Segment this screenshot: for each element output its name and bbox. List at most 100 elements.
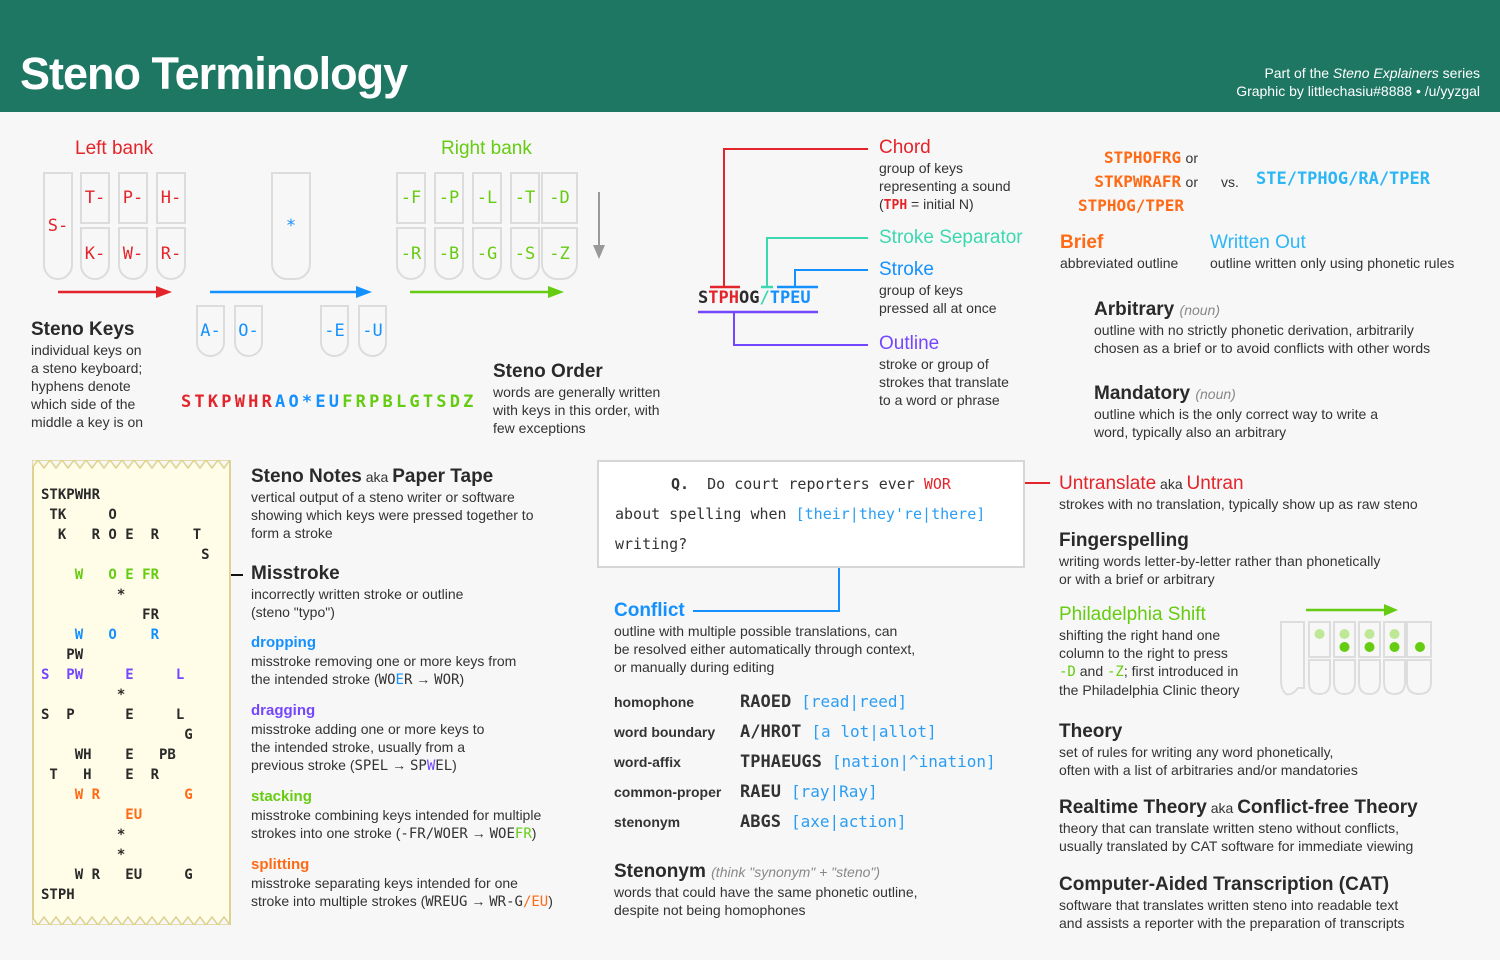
written-out-example: STE/TPHOG/RA/TPER xyxy=(1256,169,1430,189)
stenonym-block: Stenonym (think "synonym" + "steno") wor… xyxy=(614,861,918,918)
tape-line: W R EU G xyxy=(41,867,193,883)
key-B: -B xyxy=(434,227,464,280)
tape-line: PW xyxy=(41,647,84,663)
key-vowel--E: -E xyxy=(320,305,349,357)
tape-line: * xyxy=(41,687,126,703)
example-outline: STPHOG/TPEU xyxy=(698,288,811,308)
transcript-line-3: writing? xyxy=(615,535,688,553)
series-prefix: Part of the xyxy=(1264,65,1333,81)
steno-notes-block: Steno Notes aka Paper Tape vertical outp… xyxy=(251,466,534,541)
conflict-type-translations: [axe|action] xyxy=(790,812,907,831)
conflict-type-outline: RAEU xyxy=(740,782,781,802)
splitting-block: splitting misstroke separating keys inte… xyxy=(251,856,553,910)
conflict-type-label: word boundary xyxy=(614,724,716,740)
page-title: Steno Terminology xyxy=(20,48,408,99)
key-star: * xyxy=(271,172,311,280)
key-H-: H- xyxy=(156,172,186,224)
tape-line: TK O xyxy=(41,507,117,523)
conflict-type-label: word-affix xyxy=(614,754,681,770)
tape-line: * xyxy=(41,847,126,863)
cat-block: Computer-Aided Transcription (CAT) softw… xyxy=(1059,874,1405,931)
tape-line: W O R xyxy=(41,627,160,643)
tape-line: STPH xyxy=(41,887,75,903)
tape-line: * xyxy=(41,587,126,603)
left-bank-label: Left bank xyxy=(75,138,154,159)
series-name: Steno Explainers xyxy=(1332,65,1439,81)
conflict-type-translations: [read|reed] xyxy=(801,692,908,711)
key-vowel-A-: A- xyxy=(196,305,225,357)
key-P: -P xyxy=(434,172,464,224)
tape-line: STKPWHR xyxy=(41,487,101,503)
conflict-type-outline: RAOED xyxy=(740,692,792,712)
chord-title: Chord xyxy=(879,137,931,158)
paper-tape: STKPWHR TK O K R O E R T S W O E FR * FR… xyxy=(32,460,231,925)
key-R: -R xyxy=(396,227,426,280)
key-s: S- xyxy=(43,172,73,280)
key-P-: P- xyxy=(118,172,148,224)
mandatory-block: Mandatory (noun) outline which is the on… xyxy=(1094,383,1379,440)
theory-block: Theory set of rules for writing any word… xyxy=(1059,721,1358,778)
conflict-type-label: homophone xyxy=(614,694,695,710)
tape-line: FR xyxy=(41,607,160,623)
philly-arrow xyxy=(1306,604,1398,616)
conflict-type-label: stenonym xyxy=(614,814,681,830)
tape-line: WH E PB xyxy=(41,747,176,763)
philadelphia-shift-block: Philadelphia Shift shifting the right ha… xyxy=(1059,604,1240,698)
misstroke-block: Misstroke incorrectly written stroke or … xyxy=(251,563,464,620)
steno-order-sequence: STKPWHRAO*EUFRPBLGTSDZ xyxy=(181,392,477,412)
realtime-theory-block: Realtime Theory aka Conflict-free Theory… xyxy=(1059,797,1418,854)
series-suffix: series xyxy=(1438,65,1480,81)
steno-order-title: Steno Order xyxy=(493,361,603,382)
chord-connectors xyxy=(698,148,868,346)
key-T: -T xyxy=(510,172,540,224)
steno-keys-title: Steno Keys xyxy=(31,319,135,340)
credits: Part of the Steno Explainers series Grap… xyxy=(1236,64,1480,100)
key-G: -G xyxy=(472,227,502,280)
conflict-block: Conflict outline with multiple possible … xyxy=(614,600,916,675)
untranslate-block: Untranslate aka Untran strokes with no t… xyxy=(1059,473,1418,512)
fingerspelling-block: Fingerspelling writing words letter-by-l… xyxy=(1059,530,1381,587)
key-D: -D xyxy=(541,172,578,224)
conflict-type-outline: TPHAEUGS xyxy=(740,752,822,772)
key-vowel--U: -U xyxy=(358,305,387,357)
tape-line: W O E FR xyxy=(41,567,160,583)
tape-line: S P E L xyxy=(41,707,185,723)
conflict-type-translations: [a lot|allot] xyxy=(811,722,937,741)
right-bank-label: Right bank xyxy=(441,138,532,159)
stroke-separator-title: Stroke Separator xyxy=(879,227,1023,248)
conflict-type-outline: ABGS xyxy=(740,812,781,832)
brief-examples: STPHOFRG or STKPWRAFR or STPHOG/TPER xyxy=(1078,148,1198,215)
dropping-block: dropping misstroke removing one or more … xyxy=(251,634,517,688)
key-R-: R- xyxy=(156,227,186,280)
transcript-line-1: Q. Do court reporters ever WOR xyxy=(671,475,951,493)
tape-line: * xyxy=(41,827,126,843)
conflict-type-outline: A/HROT xyxy=(740,722,802,742)
transcript-box: Q. Do court reporters ever WOR about spe… xyxy=(597,460,1025,568)
conflict-type-translations: [ray|Ray] xyxy=(790,782,878,801)
vs-label: vs. xyxy=(1221,174,1239,190)
dragging-block: dragging misstroke adding one or more ke… xyxy=(251,702,485,774)
key-S: -S xyxy=(510,227,540,280)
tape-line: G xyxy=(41,727,193,743)
tape-line: S PW E L xyxy=(41,667,185,683)
key-T-: T- xyxy=(80,172,110,224)
conflict-type-translations: [nation|^ination] xyxy=(831,752,996,771)
key-vowel-O-: O- xyxy=(234,305,263,357)
header-banner: Steno Terminology Part of the Steno Expl… xyxy=(0,0,1500,112)
credit-line: Graphic by littlechasiu#8888 • /u/yyzgal xyxy=(1236,83,1480,99)
key-Z: -Z xyxy=(541,227,578,280)
transcript-line-2: about spelling when [their|they're|there… xyxy=(615,505,986,523)
philadelphia-shift-keyboard xyxy=(1280,621,1432,696)
key-K-: K- xyxy=(80,227,110,280)
tape-line: S xyxy=(41,547,210,563)
stacking-block: stacking misstroke combining keys intend… xyxy=(251,788,542,842)
tape-line: W R G xyxy=(41,787,193,803)
